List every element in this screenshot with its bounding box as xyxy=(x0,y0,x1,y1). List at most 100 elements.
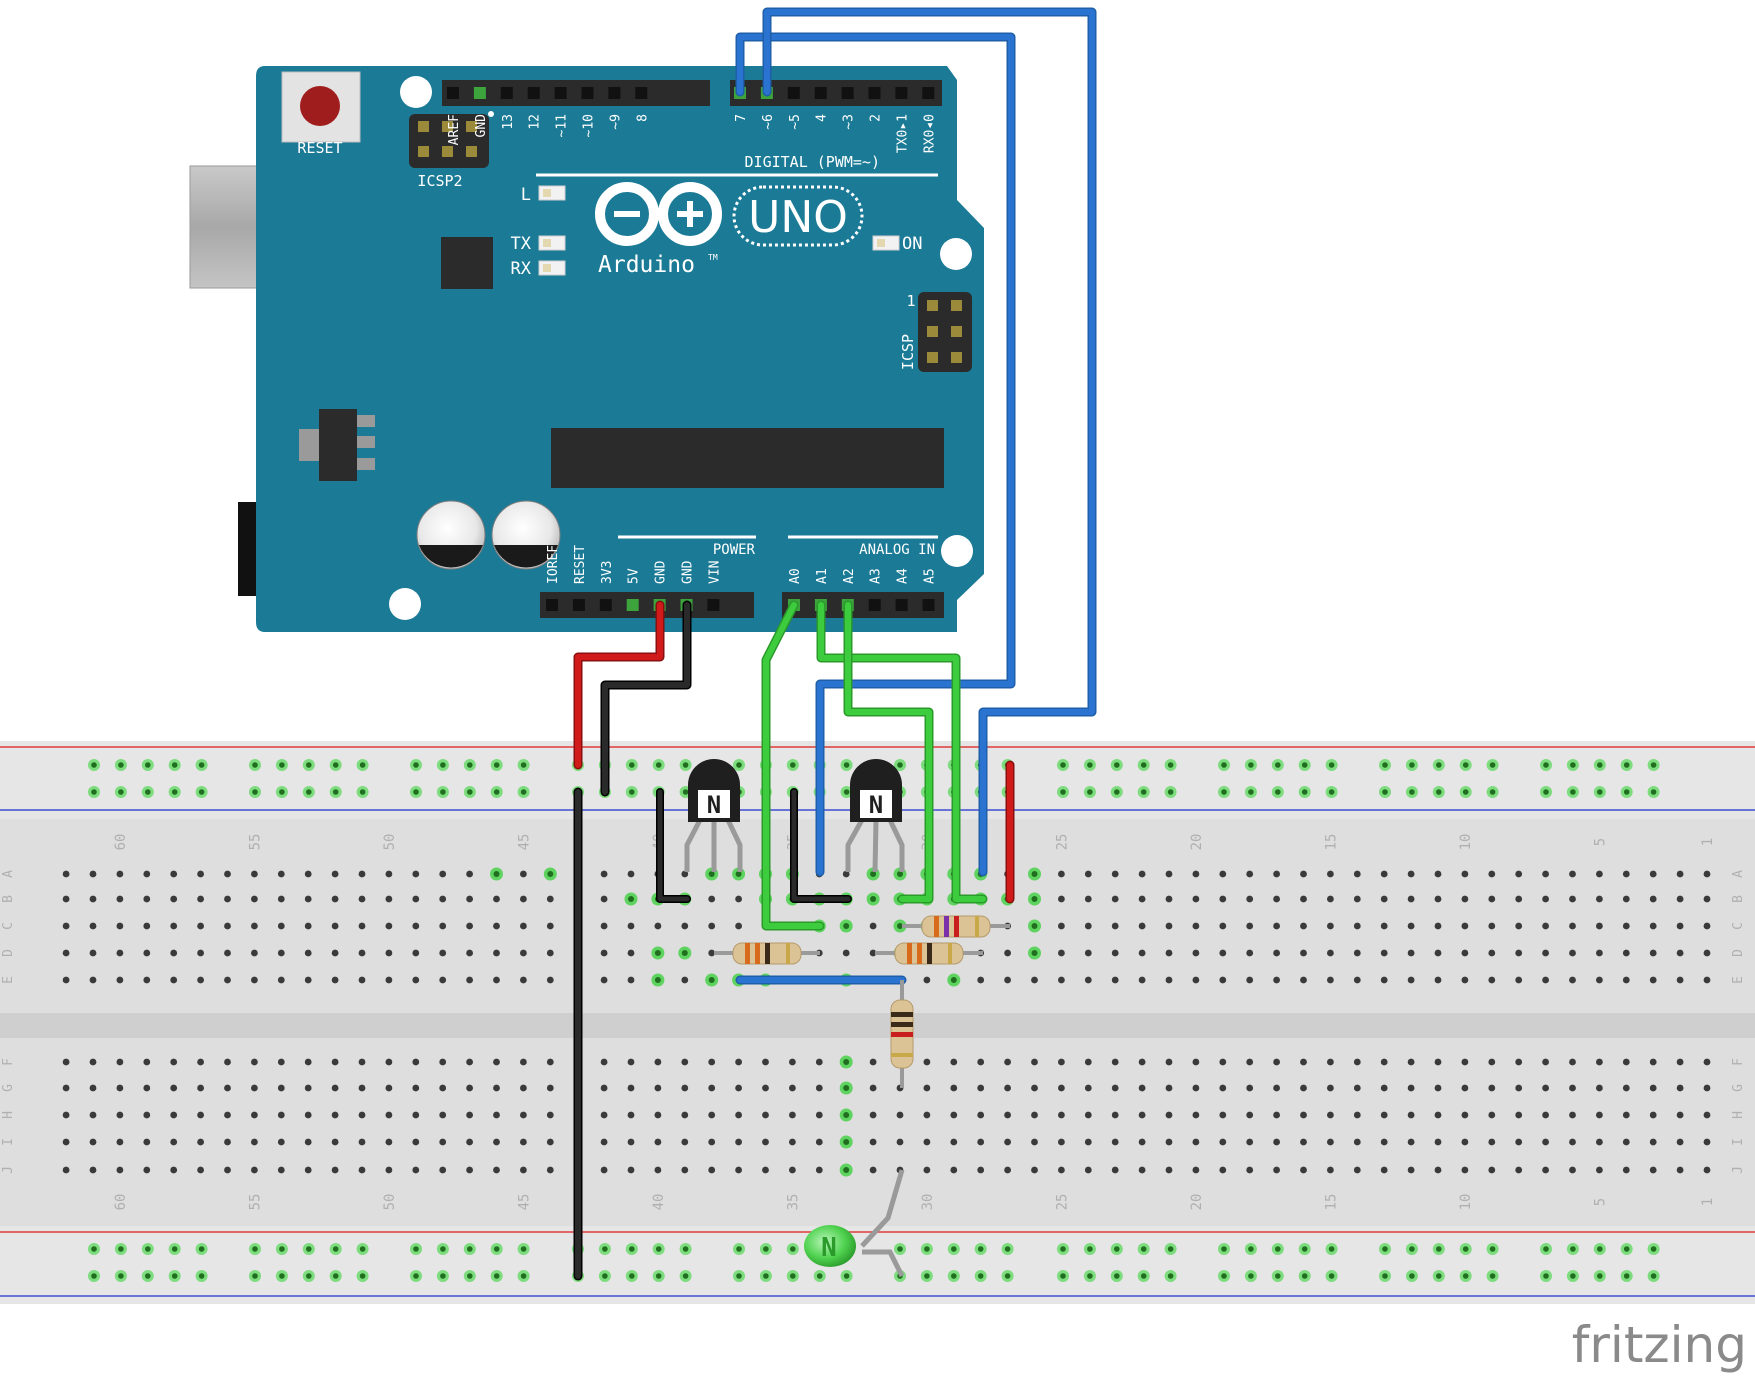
breadboard-hole[interactable] xyxy=(1273,1138,1280,1146)
breadboard-hole[interactable] xyxy=(1246,1166,1254,1174)
breadboard-hole[interactable] xyxy=(1165,1166,1173,1174)
breadboard-hole[interactable] xyxy=(815,1111,823,1119)
breadboard-hole[interactable] xyxy=(143,949,151,957)
breadboard-hole[interactable] xyxy=(681,1166,689,1174)
breadboard-hole[interactable] xyxy=(654,1058,662,1066)
breadboard-hole[interactable] xyxy=(681,1058,689,1066)
breadboard-hole[interactable] xyxy=(762,1138,769,1146)
breadboard-hole[interactable] xyxy=(923,1111,931,1119)
breadboard-hole[interactable] xyxy=(197,1084,205,1092)
breadboard-hole[interactable] xyxy=(116,1084,124,1092)
wire-black-gnd-core[interactable] xyxy=(602,602,690,795)
breadboard-hole[interactable] xyxy=(1111,922,1119,930)
breadboard-hole[interactable] xyxy=(977,1166,985,1174)
breadboard-hole[interactable] xyxy=(923,1058,931,1066)
breadboard-hole[interactable] xyxy=(1515,870,1523,878)
breadboard-hole[interactable] xyxy=(708,922,716,930)
breadboard-hole[interactable] xyxy=(627,1138,635,1146)
breadboard-hole[interactable] xyxy=(385,1058,393,1066)
breadboard-hole[interactable] xyxy=(493,895,500,903)
breadboard-hole[interactable] xyxy=(1138,870,1146,878)
breadboard-hole[interactable] xyxy=(170,976,178,984)
breadboard-hole[interactable] xyxy=(1569,949,1576,957)
breadboard-hole[interactable] xyxy=(1246,1111,1254,1119)
breadboard-hole[interactable] xyxy=(1084,1111,1092,1119)
breadboard-hole[interactable] xyxy=(1058,976,1065,984)
breadboard-hole[interactable] xyxy=(224,870,231,878)
wire-black-short-1[interactable] xyxy=(656,788,691,903)
breadboard-hole[interactable] xyxy=(251,949,258,957)
breadboard-hole[interactable] xyxy=(277,1138,285,1146)
breadboard-hole[interactable] xyxy=(1434,1138,1442,1146)
breadboard-hole[interactable] xyxy=(1461,1084,1469,1092)
breadboard-hole[interactable] xyxy=(600,922,608,930)
breadboard-hole[interactable] xyxy=(789,1166,796,1174)
breadboard-hole[interactable] xyxy=(1649,1058,1657,1066)
breadboard-hole[interactable] xyxy=(735,922,742,930)
breadboard-hole[interactable] xyxy=(1569,1084,1576,1092)
breadboard-hole[interactable] xyxy=(1353,1111,1361,1119)
breadboard-hole[interactable] xyxy=(1138,922,1146,930)
breadboard-hole[interactable] xyxy=(708,1138,716,1146)
breadboard-hole[interactable] xyxy=(1300,949,1307,957)
breadboard-hole[interactable] xyxy=(116,922,124,930)
breadboard-hole[interactable] xyxy=(1084,1138,1092,1146)
breadboard-hole[interactable] xyxy=(439,922,447,930)
header-pin[interactable] xyxy=(922,87,935,99)
breadboard-hole[interactable] xyxy=(1542,895,1549,903)
wire-red-5v-core[interactable] xyxy=(575,602,663,768)
breadboard-hole[interactable] xyxy=(1380,1111,1388,1119)
breadboard-hole[interactable] xyxy=(331,949,339,957)
breadboard-hole[interactable] xyxy=(412,976,420,984)
breadboard-hole[interactable] xyxy=(1246,895,1254,903)
breadboard-hole[interactable] xyxy=(412,1166,420,1174)
breadboard-hole[interactable] xyxy=(170,1166,178,1174)
breadboard-hole[interactable] xyxy=(1569,1111,1576,1119)
resistor-1[interactable] xyxy=(714,942,820,965)
breadboard-hole[interactable] xyxy=(439,976,447,984)
breadboard-hole[interactable] xyxy=(89,1138,97,1146)
breadboard-hole[interactable] xyxy=(412,949,420,957)
breadboard-hole[interactable] xyxy=(1192,976,1200,984)
breadboard-hole[interactable] xyxy=(466,1166,473,1174)
breadboard-hole[interactable] xyxy=(1353,949,1361,957)
breadboard-hole[interactable] xyxy=(1569,1138,1576,1146)
breadboard-hole[interactable] xyxy=(1111,895,1119,903)
breadboard-hole[interactable] xyxy=(1676,1111,1684,1119)
breadboard-hole[interactable] xyxy=(1300,922,1307,930)
breadboard-hole[interactable] xyxy=(1622,949,1630,957)
breadboard-hole[interactable] xyxy=(331,1058,339,1066)
breadboard-hole[interactable] xyxy=(1138,1111,1146,1119)
breadboard-hole[interactable] xyxy=(116,1166,124,1174)
breadboard-hole[interactable] xyxy=(277,949,285,957)
breadboard-hole[interactable] xyxy=(654,1084,662,1092)
breadboard-hole[interactable] xyxy=(1246,922,1254,930)
breadboard-hole[interactable] xyxy=(412,922,420,930)
breadboard-hole[interactable] xyxy=(1622,1058,1630,1066)
breadboard-hole[interactable] xyxy=(1622,1166,1630,1174)
breadboard-hole[interactable] xyxy=(923,1166,931,1174)
breadboard-hole[interactable] xyxy=(62,922,70,930)
breadboard-hole[interactable] xyxy=(520,922,527,930)
breadboard-hole[interactable] xyxy=(1111,1111,1119,1119)
breadboard-hole[interactable] xyxy=(277,870,285,878)
breadboard-hole[interactable] xyxy=(1031,976,1038,984)
breadboard-hole[interactable] xyxy=(1138,1058,1146,1066)
breadboard-hole[interactable] xyxy=(1004,1111,1011,1119)
breadboard-hole[interactable] xyxy=(950,1138,958,1146)
breadboard-hole[interactable] xyxy=(869,949,877,957)
breadboard-hole[interactable] xyxy=(1031,1138,1038,1146)
breadboard-hole[interactable] xyxy=(1138,1084,1146,1092)
breadboard-hole[interactable] xyxy=(1461,1166,1469,1174)
breadboard-hole[interactable] xyxy=(89,1166,97,1174)
breadboard-hole[interactable] xyxy=(977,976,985,984)
breadboard-hole[interactable] xyxy=(1353,1084,1361,1092)
breadboard-hole[interactable] xyxy=(520,870,527,878)
breadboard-hole[interactable] xyxy=(1649,1166,1657,1174)
resistor-3[interactable] xyxy=(875,942,983,965)
breadboard-hole[interactable] xyxy=(1461,1058,1469,1066)
breadboard-hole[interactable] xyxy=(251,1166,258,1174)
breadboard-hole[interactable] xyxy=(439,870,447,878)
breadboard-hole[interactable] xyxy=(358,1166,366,1174)
header-pin[interactable] xyxy=(554,87,567,99)
